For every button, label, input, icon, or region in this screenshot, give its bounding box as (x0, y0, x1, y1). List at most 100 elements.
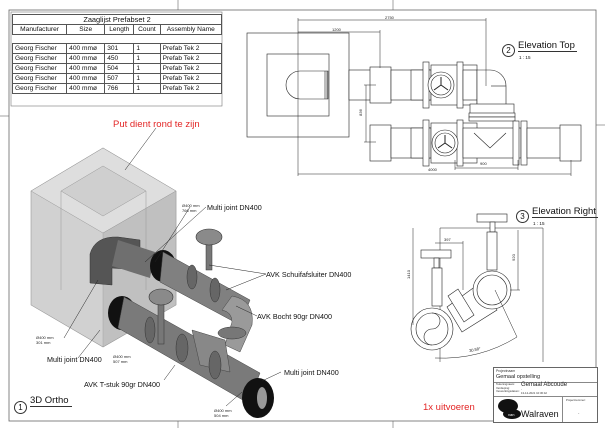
multijoint-lower-left (369, 124, 392, 162)
drawing-label: Tekeningnaam: (496, 382, 515, 386)
revision-label: Verdieping: (496, 385, 510, 390)
cell-count: 1 (133, 43, 161, 54)
table-row: Georg Fischer 400 mmø 450 1 Prefab Tek 2 (11, 53, 223, 64)
tag-length: 507 mm (113, 359, 128, 364)
schedule-header-count: Count (133, 24, 161, 35)
project-label: Projectnaam (496, 369, 516, 373)
title-block-drawing: Tekeningnaam: Verdieping: Verwerkingsdat… (494, 382, 597, 397)
elevation-right-view (410, 213, 544, 362)
dim-4000: 4000 (428, 167, 437, 172)
cell-length: 301 (104, 43, 135, 54)
tag-diameter: Ø400 mm (182, 203, 200, 208)
dim-1410: 1410 (405, 270, 411, 279)
elevation-right-dimensions (412, 228, 520, 359)
handwheel-right-upper (476, 213, 508, 223)
view-number-right: 3 (516, 210, 529, 223)
cell-assembly: Prefab Tek 2 (159, 83, 223, 94)
table-row: Georg Fischer 400 mmø 301 1 Prefab Tek 2 (11, 43, 223, 54)
cell-length: 507 (104, 73, 135, 84)
view-scale-right: 1 : 15 (533, 221, 545, 226)
handwheel-right-lower (420, 249, 452, 259)
date-label: Verwerkingsdatum: (496, 389, 520, 394)
label-multi-joint-right: Multi joint DN400 (284, 368, 339, 377)
elevation-top-view (246, 32, 582, 167)
label-avk-bocht: AVK Bocht 90gr DN400 (257, 312, 332, 321)
annotation-round-pit: Put dient rond te zijn (113, 119, 200, 130)
cell-length: 450 (104, 53, 135, 64)
revision-value: - (521, 387, 522, 391)
schedule-header-length: Length (104, 24, 135, 35)
schedule-header-size: Size (66, 24, 106, 35)
table-row: Georg Fischer 400 mmø 507 1 Prefab Tek 2 (11, 73, 223, 84)
drawing-meta: Tekeningnaam: Verdieping: Verwerkingsdat… (496, 382, 520, 394)
dim-920: 920 (510, 254, 516, 261)
cell-assembly: Prefab Tek 2 (159, 63, 223, 74)
tee-top (462, 127, 522, 159)
label-avk-schuifafsluiter: AVK Schuifafsluiter DN400 (266, 270, 352, 279)
view-title-3d-ortho[interactable]: 3D Ortho (30, 395, 72, 407)
cell-count: 1 (133, 53, 161, 64)
cell-length: 766 (104, 83, 135, 94)
multijoint-lower-right (559, 124, 582, 162)
schedule-title: Zaaglijst Prefabset 2 (12, 14, 222, 25)
tag-length: 766 mm (182, 208, 197, 213)
cell-manufacturer: Georg Fischer (11, 63, 68, 74)
bend-top (476, 69, 507, 107)
schedule-header-manufacturer: Manufacturer (11, 24, 68, 35)
tag-diameter: Ø400 mm (36, 335, 54, 340)
cell-manufacturer: Georg Fischer (11, 53, 68, 64)
cell-manufacturer: Georg Fischer (11, 73, 68, 84)
dim-900: 900 (480, 161, 487, 166)
tag-diameter: Ø400 mm (214, 408, 232, 413)
pipe-upper-3d (112, 240, 155, 278)
title-block-project: Projectnaam Gemaal opstelling (494, 368, 597, 383)
bend-3d (221, 295, 253, 353)
ortho-3d-view (30, 147, 274, 418)
walraven-logo-icon: van Walraven (498, 399, 559, 419)
cell-count: 1 (133, 63, 161, 74)
dim-2750: 2750 (385, 15, 394, 20)
tag-length: 504 mm (214, 413, 229, 418)
view-title-elevation-top[interactable]: Elevation Top (518, 40, 577, 52)
title-block: Projectnaam Gemaal opstelling Tekeningna… (493, 367, 598, 423)
label-avk-tstuk: AVK T-stuk 90gr DN400 (84, 380, 161, 389)
view-number-top: 2 (502, 44, 515, 57)
cell-assembly: Prefab Tek 2 (159, 73, 223, 84)
dim-1200: 1200 (332, 27, 341, 32)
cell-assembly: Prefab Tek 2 (159, 43, 223, 54)
cell-assembly: Prefab Tek 2 (159, 53, 223, 64)
handwheel-upper-3d (195, 228, 223, 246)
pit-elbow (285, 70, 329, 100)
table-row: Georg Fischer 400 mmø 504 1 Prefab Tek 2 (11, 63, 223, 74)
elevation-top-dimensions (297, 18, 572, 176)
logo-prefix: van (508, 412, 514, 417)
view-scale-top: 1 : 15 (519, 55, 531, 60)
schedule-viewport (10, 11, 223, 107)
tag-length: 301 mm (36, 340, 51, 345)
annotation-execute-once: 1x uitvoeren (423, 402, 475, 413)
dim-397: 397 (444, 237, 451, 242)
cell-size: 400 mmø (66, 73, 106, 84)
cell-length: 504 (104, 63, 135, 74)
label-multi-joint-left: Multi joint DN400 (47, 355, 102, 364)
drawing-name: Gemaal Abcoude (521, 382, 568, 388)
cut-list-schedule: Zaaglijst Prefabset 2 Manufacturer Size … (11, 14, 223, 94)
view-title-elevation-right[interactable]: Elevation Right (532, 206, 598, 218)
cell-size: 400 mmø (66, 53, 106, 64)
table-row: Georg Fischer 400 mmø 766 1 Prefab Tek 2 (11, 83, 223, 94)
company-logo: van Walraven (494, 396, 563, 422)
project-name: Gemaal opstelling (496, 374, 541, 380)
cell-size: 400 mmø (66, 63, 106, 74)
sheet-border (8, 9, 597, 422)
cell-count: 1 (133, 83, 161, 94)
dim-836: 836 (357, 109, 363, 116)
handwheel-lower-3d (148, 288, 174, 306)
cell-manufacturer: Georg Fischer (11, 83, 68, 94)
schedule-header-assembly: Assembly Name (159, 24, 223, 35)
cell-manufacturer: Georg Fischer (11, 43, 68, 54)
